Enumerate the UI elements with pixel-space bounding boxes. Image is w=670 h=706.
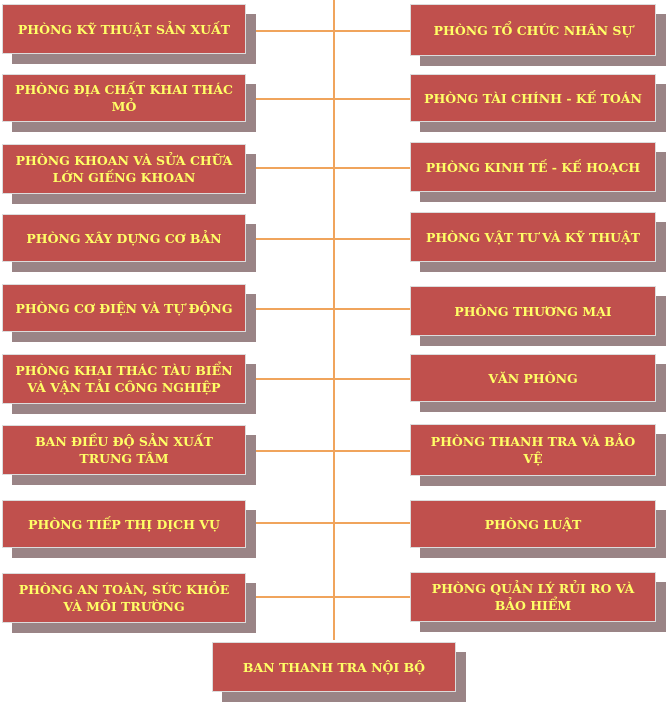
dept-box-right-5: PHÒNG THƯƠNG MẠI (410, 286, 656, 336)
dept-box-left-3: PHÒNG KHOAN VÀ SỬA CHỮA LỚN GIẾNG KHOAN (2, 144, 246, 194)
dept-label: BAN ĐIỀU ĐỘ SẢN XUẤT TRUNG TÂM (35, 434, 213, 466)
dept-box-left-1: PHÒNG KỸ THUẬT SẢN XUẤT (2, 4, 246, 54)
dept-label: PHÒNG XÂY DỰNG CƠ BẢN (26, 230, 222, 246)
dept-label: PHÒNG KỸ THUẬT SẢN XUẤT (17, 21, 231, 37)
dept-box-right-4: PHÒNG VẬT TƯ VÀ KỸ THUẬT (410, 212, 656, 262)
dept-box-left-4: PHÒNG XÂY DỰNG CƠ BẢN (2, 214, 246, 262)
central-connector-line (333, 0, 335, 640)
dept-label: PHÒNG AN TOÀN, SỨC KHỎE VÀ MÔI TRƯỜNG (18, 582, 230, 614)
dept-box-right-3: PHÒNG KINH TẾ - KẾ HOẠCH (410, 142, 656, 192)
dept-box-right-6: VĂN PHÒNG (410, 354, 656, 402)
connector-row-1 (246, 30, 410, 32)
dept-label: PHÒNG VẬT TƯ VÀ KỸ THUẬT (425, 229, 641, 245)
dept-box-left-9: PHÒNG AN TOÀN, SỨC KHỎE VÀ MÔI TRƯỜNG (2, 573, 246, 623)
dept-label: PHÒNG LUẬT (484, 516, 582, 532)
dept-label: PHÒNG KHAI THÁC TÀU BIỂN VÀ VẬN TẢI CÔNG… (15, 363, 233, 395)
dept-label: PHÒNG QUẢN LÝ RỦI RO VÀ BẢO HIỂM (431, 581, 635, 613)
dept-label: PHÒNG TÀI CHÍNH - KẾ TOÁN (424, 90, 642, 106)
dept-label: PHÒNG CƠ ĐIỆN VÀ TỰ ĐỘNG (15, 300, 233, 316)
dept-label: VĂN PHÒNG (488, 370, 578, 386)
connector-row-6 (246, 378, 410, 380)
connector-row-7 (246, 450, 410, 452)
dept-label: PHÒNG ĐỊA CHẤT KHAI THÁC MỎ (15, 82, 233, 114)
dept-box-left-8: PHÒNG TIẾP THỊ DỊCH VỤ (2, 500, 246, 548)
connector-row-3 (246, 167, 410, 169)
connector-row-5 (246, 308, 410, 310)
connector-row-8 (246, 522, 410, 524)
dept-box-bottom: BAN THANH TRA NỘI BỘ (212, 642, 456, 692)
dept-label: PHÒNG THƯƠNG MẠI (454, 303, 612, 319)
connector-row-2 (246, 98, 410, 100)
dept-box-left-6: PHÒNG KHAI THÁC TÀU BIỂN VÀ VẬN TẢI CÔNG… (2, 354, 246, 404)
dept-box-right-9: PHÒNG QUẢN LÝ RỦI RO VÀ BẢO HIỂM (410, 572, 656, 622)
dept-label: BAN THANH TRA NỘI BỘ (242, 659, 426, 675)
dept-box-right-1: PHÒNG TỔ CHỨC NHÂN SỰ (410, 4, 656, 56)
dept-box-left-7: BAN ĐIỀU ĐỘ SẢN XUẤT TRUNG TÂM (2, 425, 246, 475)
dept-box-right-8: PHÒNG LUẬT (410, 500, 656, 548)
dept-box-right-7: PHÒNG THANH TRA VÀ BẢO VỆ (410, 424, 656, 476)
dept-box-right-2: PHÒNG TÀI CHÍNH - KẾ TOÁN (410, 74, 656, 122)
connector-row-9 (246, 596, 410, 598)
dept-box-left-5: PHÒNG CƠ ĐIỆN VÀ TỰ ĐỘNG (2, 284, 246, 332)
dept-label: PHÒNG THANH TRA VÀ BẢO VỆ (430, 434, 636, 466)
connector-row-4 (246, 238, 410, 240)
dept-label: PHÒNG TỔ CHỨC NHÂN SỰ (433, 22, 633, 38)
dept-box-left-2: PHÒNG ĐỊA CHẤT KHAI THÁC MỎ (2, 74, 246, 122)
dept-label: PHÒNG KINH TẾ - KẾ HOẠCH (425, 159, 641, 175)
dept-label: PHÒNG KHOAN VÀ SỬA CHỮA LỚN GIẾNG KHOAN (15, 153, 233, 185)
dept-label: PHÒNG TIẾP THỊ DỊCH VỤ (28, 516, 220, 532)
